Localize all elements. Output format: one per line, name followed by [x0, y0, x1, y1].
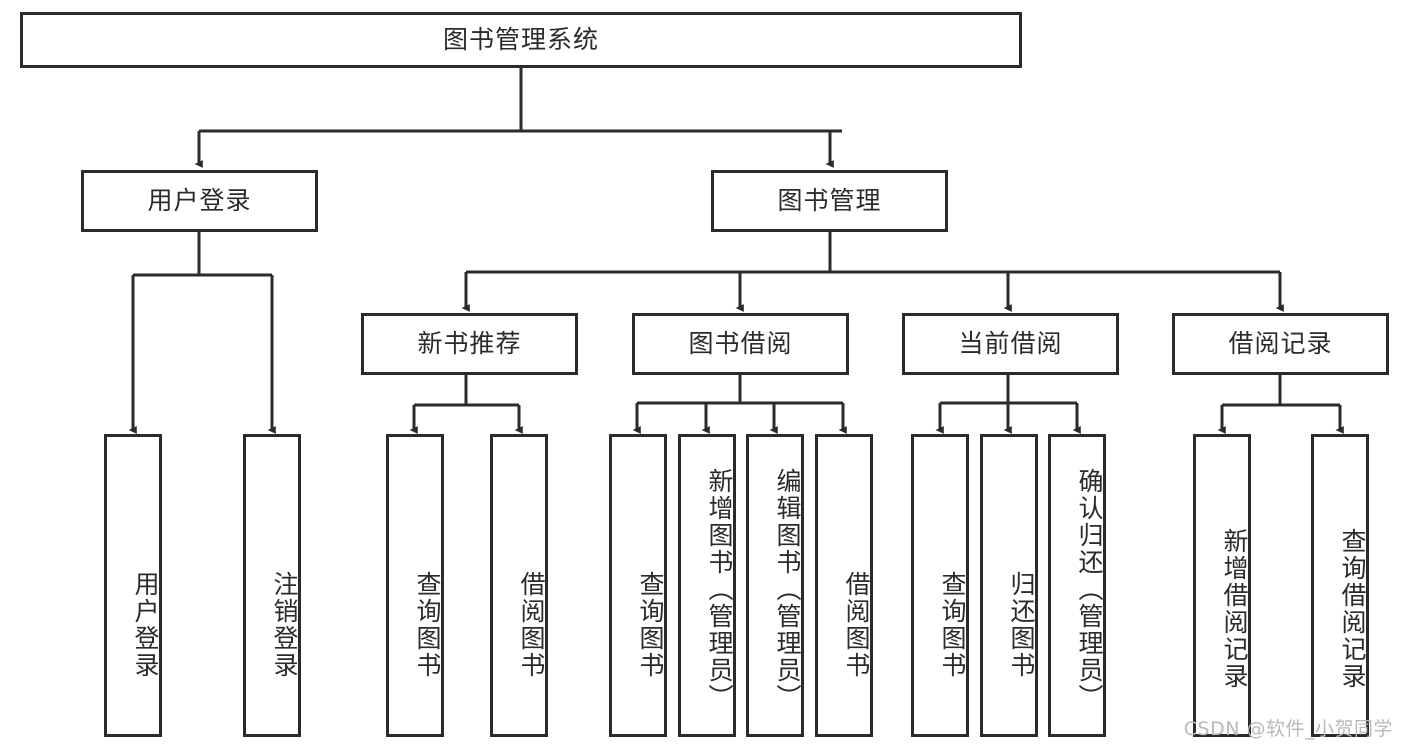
node-label: 借阅图书	[517, 570, 546, 679]
node-label: 图书管理系统	[442, 25, 599, 55]
node-label: 借阅记录	[1228, 329, 1333, 359]
node-borrowing-records[interactable]: 借阅记录	[1172, 313, 1389, 375]
node-current-borrowing[interactable]: 当前借阅	[902, 313, 1119, 375]
node-label: 新增借阅记录	[1220, 527, 1249, 690]
node-leaf-return-books[interactable]: 归还图书	[980, 434, 1038, 737]
node-leaf-logout[interactable]: 注销登录	[243, 434, 301, 737]
node-label: 用户登录	[131, 570, 160, 679]
node-leaf-query-books-new[interactable]: 查询图书	[386, 434, 444, 737]
node-user-login[interactable]: 用户登录	[81, 170, 318, 232]
node-label: 用户登录	[147, 186, 252, 216]
node-label: 借阅图书	[842, 570, 871, 679]
node-book-management[interactable]: 图书管理	[711, 170, 948, 232]
node-label: 查询图书	[636, 570, 665, 679]
node-leaf-query-books-current[interactable]: 查询图书	[911, 434, 969, 737]
node-label: 归还图书	[1007, 570, 1036, 679]
node-leaf-add-borrow-record[interactable]: 新增借阅记录	[1193, 434, 1251, 737]
node-label: 当前借阅	[958, 329, 1063, 359]
node-new-book-recommendation[interactable]: 新书推荐	[361, 313, 578, 375]
node-label: 图书借阅	[688, 329, 793, 359]
node-root-book-management-system[interactable]: 图书管理系统	[20, 12, 1022, 68]
node-book-borrowing[interactable]: 图书借阅	[632, 313, 849, 375]
node-label: 确认归还（管理员）	[1075, 468, 1104, 711]
node-leaf-borrow-books-borrow[interactable]: 借阅图书	[815, 434, 873, 737]
node-leaf-user-login[interactable]: 用户登录	[104, 434, 162, 737]
node-label: 编辑图书（管理员）	[773, 468, 802, 711]
node-leaf-query-borrow-record[interactable]: 查询借阅记录	[1311, 434, 1369, 737]
node-label: 注销登录	[270, 570, 299, 679]
node-label: 图书管理	[777, 186, 882, 216]
node-leaf-edit-book-admin[interactable]: 编辑图书（管理员）	[746, 434, 804, 737]
watermark-text: CSDN @软件_小贺同学	[1183, 718, 1393, 740]
node-label: 新书推荐	[417, 329, 522, 359]
node-leaf-confirm-return-admin[interactable]: 确认归还（管理员）	[1048, 434, 1106, 737]
node-label: 查询图书	[413, 570, 442, 679]
node-label: 查询借阅记录	[1338, 527, 1367, 690]
node-leaf-borrow-books-new[interactable]: 借阅图书	[490, 434, 548, 737]
node-leaf-query-books-borrow[interactable]: 查询图书	[609, 434, 667, 737]
node-label: 新增图书（管理员）	[705, 468, 734, 711]
node-label: 查询图书	[938, 570, 967, 679]
node-leaf-add-book-admin[interactable]: 新增图书（管理员）	[678, 434, 736, 737]
